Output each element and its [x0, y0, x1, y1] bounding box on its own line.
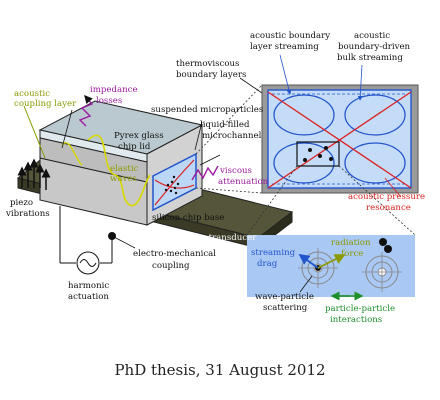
sine-wave-icon	[79, 259, 97, 267]
silicon-chip-base-label: silicon chip base	[152, 213, 224, 223]
acoustic-boundary-layer-streaming-label: acoustic boundary layer streaming	[250, 31, 333, 52]
elastic-wave-curve-2	[61, 142, 83, 166]
elastic-wave-curve	[87, 134, 151, 207]
acoustic-pressure-resonance-label: acoustic pressure resonance	[348, 192, 428, 213]
pyrex-lid-label: Pyrex glass chip lid	[114, 131, 166, 152]
leader-lines	[61, 77, 263, 166]
harmonic-actuation-label: harmonic actuation	[68, 281, 112, 302]
impedance-losses-label: impedance losses	[90, 85, 140, 106]
thermoviscous-boundary-layers-label: thermoviscous boundary layers	[176, 59, 246, 80]
viscous-attenuation-zigzag-icon	[191, 165, 219, 181]
liquid-filled-microchannel-label: liquid-filled microchannel	[200, 120, 262, 141]
viscous-attenuation-label: viscous attenuation	[218, 166, 269, 187]
suspended-particles	[164, 175, 180, 195]
piezo-vibration-arrows	[17, 158, 51, 190]
electro-mechanical-coupling-label: electro-mechanical coupling	[133, 249, 219, 271]
piezoelectric-transducer-label: piezoelectric transducer	[150, 233, 257, 243]
coupling-leader	[23, 105, 46, 159]
wave-particle-scattering-label: wave-particle scattering	[255, 292, 317, 313]
electrical-circuit	[59, 206, 113, 264]
impedance-loss-zigzag-icon	[78, 94, 94, 127]
channel-cross-section-panel	[261, 84, 419, 194]
radiation-force-label: radiation force	[331, 238, 373, 259]
zoom-lines	[195, 84, 416, 236]
particle-interaction-panel	[247, 235, 415, 297]
streaming-drag-arrow	[298, 253, 319, 269]
streaming-drag-label: streaming drag	[251, 248, 298, 269]
particle-particle-interactions-label: particle-particle interactions	[325, 304, 398, 325]
silicon-chip	[38, 100, 204, 226]
radiation-force-arrow	[317, 254, 346, 269]
acoustic-boundary-driven-bulk-streaming-label: acoustic boundary-driven bulk streaming	[337, 31, 413, 63]
caption: PhD thesis, 31 August 2012	[114, 361, 326, 379]
acoustic-coupling-layer-label: acoustic coupling layer	[14, 89, 77, 109]
piezo-vibrations-label: piezo vibrations	[5, 198, 50, 219]
suspended-microparticles-label: suspended microparticles	[151, 105, 263, 115]
elastic-waves-label: elastic waves	[110, 164, 141, 184]
